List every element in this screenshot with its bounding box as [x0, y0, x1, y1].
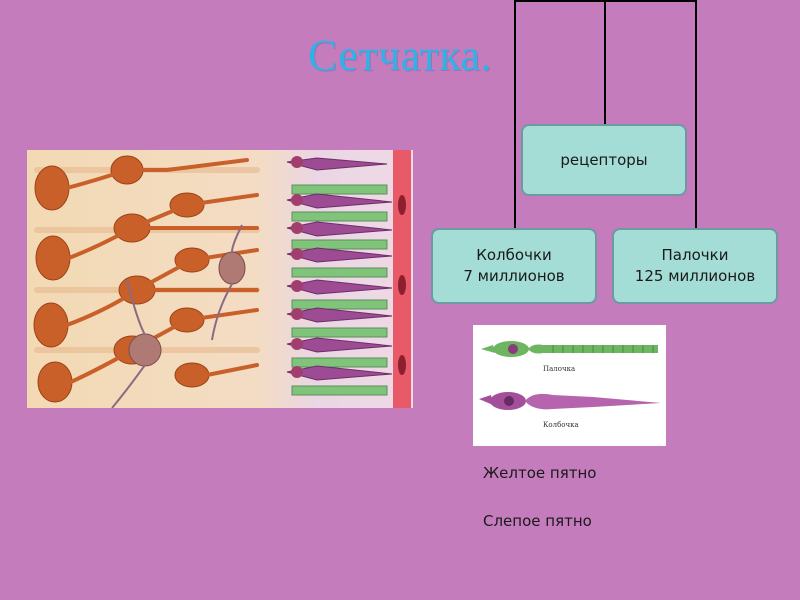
rods-box: Палочки 125 миллионов	[612, 228, 778, 304]
cone-caption: Колбочка	[543, 421, 579, 429]
rod-caption: Палочка	[543, 365, 575, 373]
cones-count: 7 миллионов	[463, 266, 564, 287]
retina-illustration	[27, 150, 413, 408]
rods-count: 125 миллионов	[635, 266, 755, 287]
cones-box: Колбочки 7 миллионов	[431, 228, 597, 304]
rod-cell	[481, 341, 658, 357]
rods-label: Палочки	[662, 245, 729, 266]
cone-cell	[479, 392, 661, 410]
yellow-spot-label: Желтое пятно	[483, 464, 596, 482]
receptors-label: рецепторы	[560, 150, 647, 171]
blind-spot-label: Слепое пятно	[483, 512, 592, 530]
rod-cone-illustration: Палочка Колбочка	[473, 325, 666, 446]
receptors-box: рецепторы	[521, 124, 687, 196]
cones-label: Колбочки	[476, 245, 552, 266]
